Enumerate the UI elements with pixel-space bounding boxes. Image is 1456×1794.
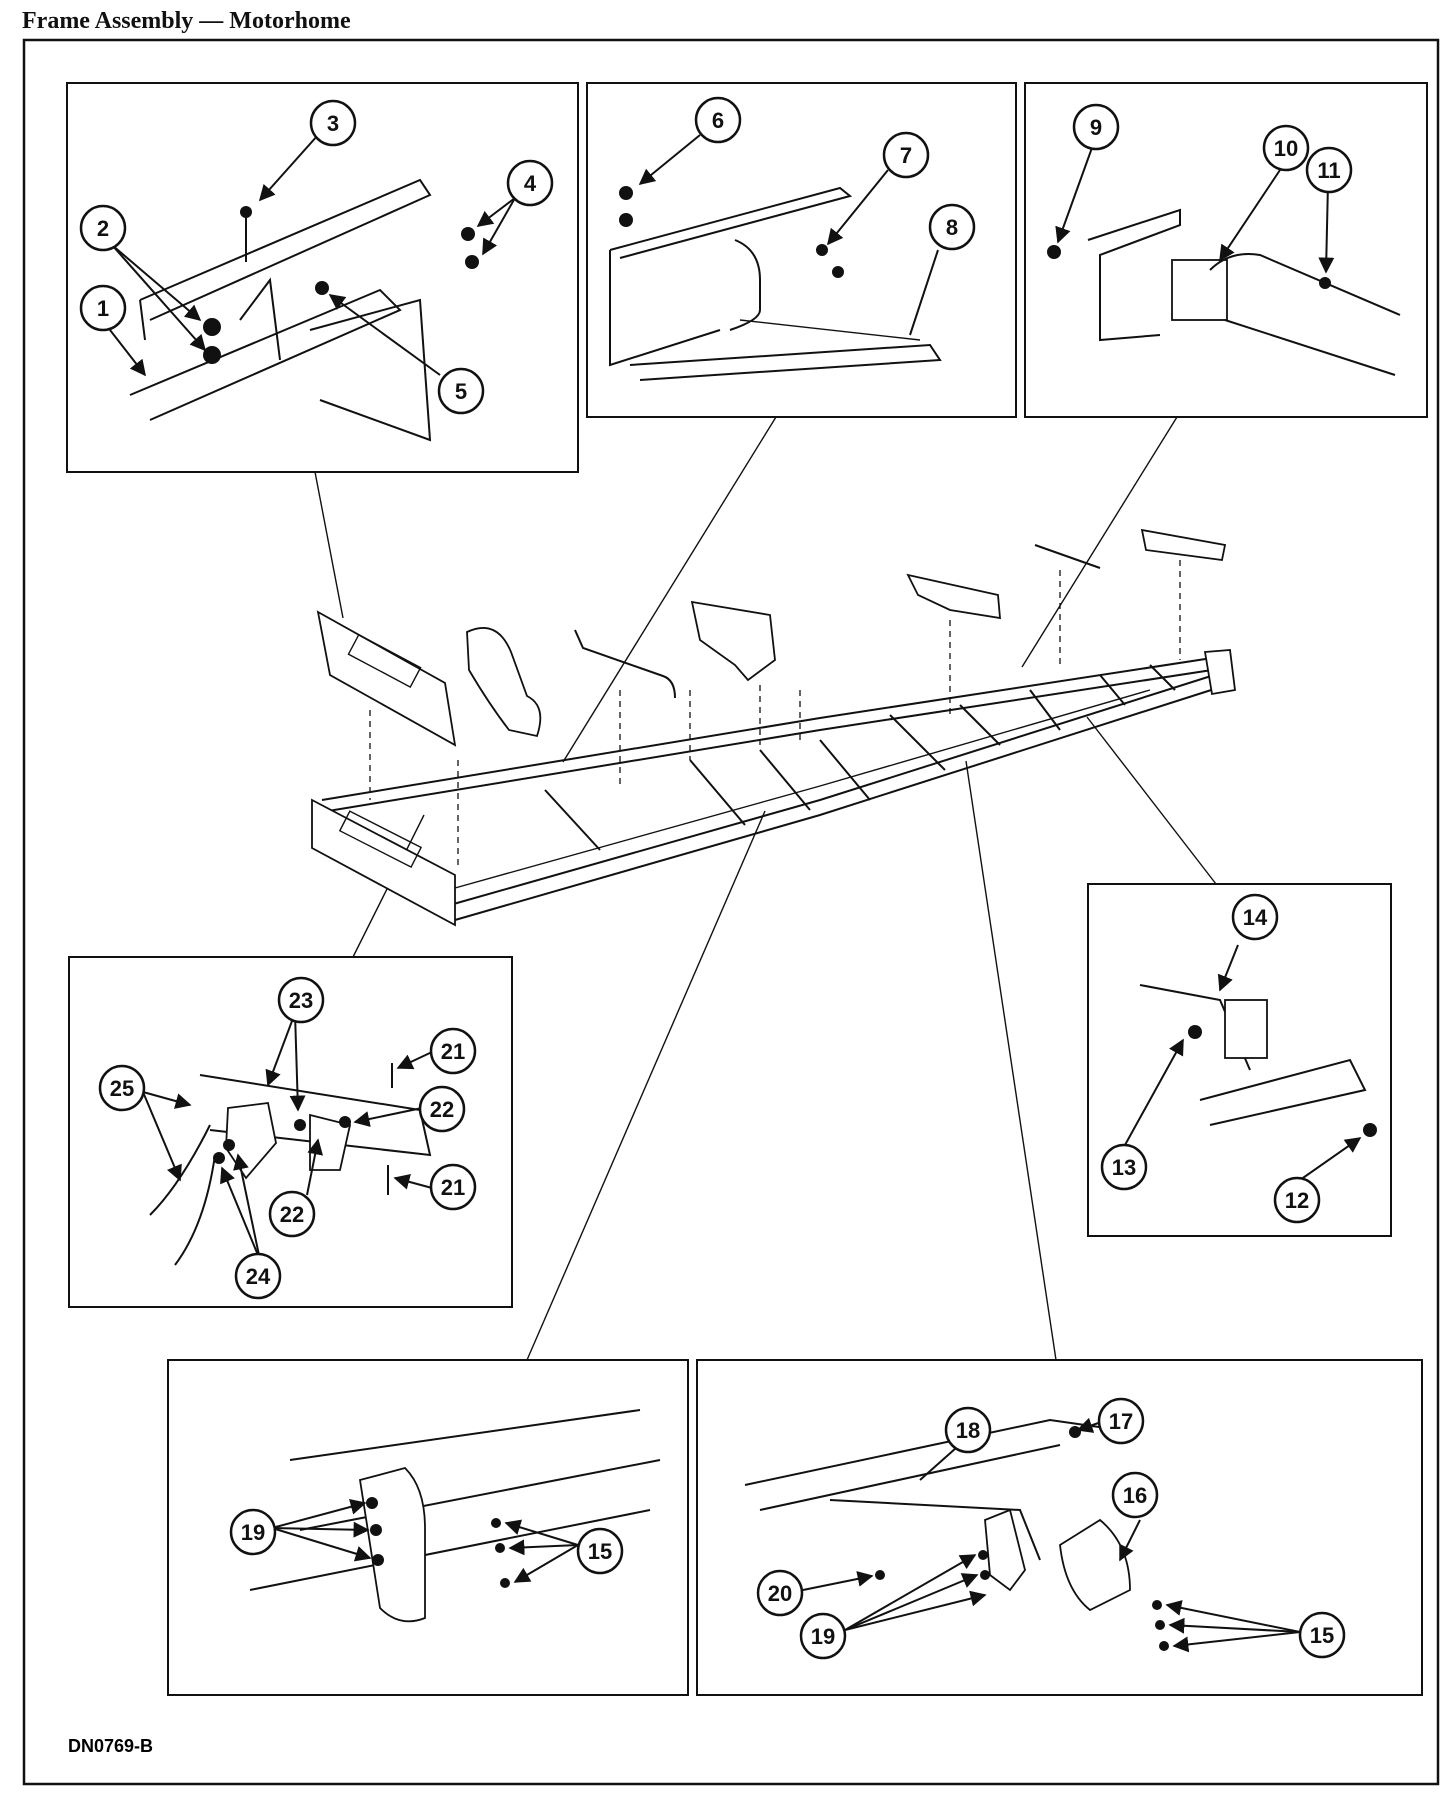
main-frame <box>311 649 1236 927</box>
callout-2: 2 <box>97 216 109 241</box>
callout-6: 6 <box>712 108 724 133</box>
callout-20: 20 <box>768 1581 792 1606</box>
callout-19: 19 <box>241 1520 265 1545</box>
callout-16: 16 <box>1123 1483 1147 1508</box>
callout-21: 21 <box>441 1039 465 1064</box>
callout-15: 15 <box>1310 1623 1334 1648</box>
callout-18: 18 <box>956 1418 980 1443</box>
callout-circles <box>79 96 1353 1660</box>
callout-8: 8 <box>946 215 958 240</box>
callout-3: 3 <box>327 111 339 136</box>
callout-25: 25 <box>110 1076 134 1101</box>
detail-panel-bracket <box>586 82 1017 418</box>
callout-4: 4 <box>524 171 537 196</box>
callout-9: 9 <box>1090 115 1102 140</box>
callout-5: 5 <box>455 379 467 404</box>
detail-panel-front-crossmember <box>66 82 579 473</box>
callout-7: 7 <box>900 143 912 168</box>
callout-11: 11 <box>1317 158 1340 183</box>
callout-22: 22 <box>280 1202 304 1227</box>
callout-15: 15 <box>588 1539 612 1564</box>
callout-23: 23 <box>289 988 313 1013</box>
callout-1: 1 <box>97 296 109 321</box>
callout-19: 19 <box>811 1624 835 1649</box>
callout-12: 12 <box>1285 1188 1309 1213</box>
callout-13: 13 <box>1112 1155 1136 1180</box>
figure-code: DN0769-B <box>68 1736 153 1756</box>
callout-24: 24 <box>246 1264 271 1289</box>
callout-22: 22 <box>430 1097 454 1122</box>
callout-17: 17 <box>1109 1409 1133 1434</box>
exploded-parts <box>316 528 1227 865</box>
figure-border <box>22 38 1440 1786</box>
leader-lines <box>314 416 1217 1361</box>
page-title: Frame Assembly — Motorhome <box>22 8 351 34</box>
callout-10: 10 <box>1274 136 1298 161</box>
callout-labels: 1 2 3 4 5 6 7 8 9 10 11 12 13 14 15 15 1… <box>97 108 1341 1649</box>
callout-14: 14 <box>1243 905 1268 930</box>
callout-21: 21 <box>441 1175 465 1200</box>
